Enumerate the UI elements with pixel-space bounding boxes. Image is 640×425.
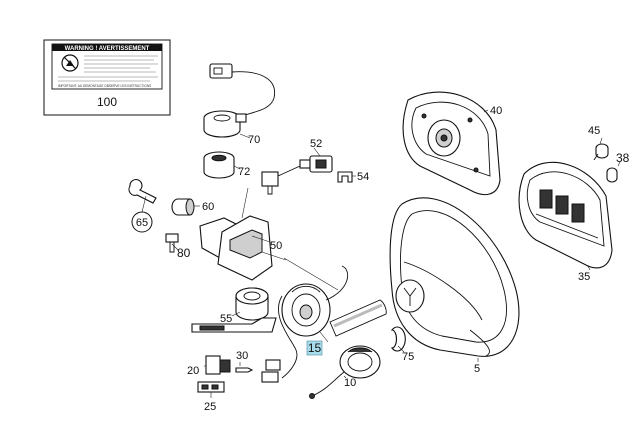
part-72-bushing[interactable] xyxy=(203,151,241,179)
steering-lock-housing[interactable] xyxy=(199,187,273,281)
part-70-sensor-ring[interactable] xyxy=(203,63,276,139)
callout-30: 30 xyxy=(236,350,248,362)
callout-70: 70 xyxy=(248,134,260,146)
part-30-pin[interactable] xyxy=(235,362,254,373)
part-52-connector[interactable] xyxy=(261,147,333,195)
callout-65-circle xyxy=(131,211,153,233)
part-75-clip[interactable] xyxy=(390,326,406,353)
callout-65: 65 xyxy=(136,217,148,229)
callout-75: 75 xyxy=(402,351,414,363)
warning-label[interactable]: WARNING ! AVERTISSEMENT IMPORTANT: AU DE… xyxy=(43,39,171,116)
part-20-plug[interactable] xyxy=(204,355,231,375)
part-65-key[interactable] xyxy=(128,179,157,233)
part-25-connector[interactable] xyxy=(197,381,225,398)
part-54-clip[interactable] xyxy=(337,171,356,183)
callout-5: 5 xyxy=(474,363,480,375)
callout-38: 38 xyxy=(616,151,630,165)
warning-label-footnote: IMPORTANT: AU DEMONTAGE OBSERVE LES INST… xyxy=(58,84,151,88)
callout-15-highlight xyxy=(306,340,323,356)
callout-60: 60 xyxy=(202,201,214,213)
part-55-switch[interactable] xyxy=(191,287,277,333)
part-35-airbag-cover[interactable] xyxy=(518,161,613,271)
callout-20: 20 xyxy=(187,365,199,377)
callout-72: 72 xyxy=(238,166,250,178)
callout-55: 55 xyxy=(220,313,232,325)
steering-column-shaft[interactable] xyxy=(329,299,387,337)
part-5-steering-wheel[interactable] xyxy=(389,197,520,362)
part-10-contact-ring[interactable] xyxy=(309,345,381,399)
callout-54: 54 xyxy=(357,171,369,183)
part-15-clock-spring[interactable] xyxy=(261,265,349,383)
part-60-lock-cylinder[interactable] xyxy=(171,198,200,216)
part-number-100: 100 xyxy=(97,95,117,109)
callout-15: 15 xyxy=(308,341,322,355)
part-80-bolt[interactable] xyxy=(165,233,179,253)
callout-45: 45 xyxy=(588,125,600,137)
callout-50: 50 xyxy=(270,240,282,252)
callout-80: 80 xyxy=(177,246,191,260)
part-40-airbag-module[interactable] xyxy=(402,91,501,196)
callout-40: 40 xyxy=(490,105,502,117)
callout-25: 25 xyxy=(204,401,216,413)
callout-35: 35 xyxy=(578,271,590,283)
part-38-nut[interactable] xyxy=(606,161,621,183)
warning-label-title: WARNING ! AVERTISSEMENT xyxy=(65,46,150,52)
part-45-screw[interactable] xyxy=(593,137,609,161)
callout-52: 52 xyxy=(310,138,322,150)
callout-10: 10 xyxy=(344,377,356,389)
